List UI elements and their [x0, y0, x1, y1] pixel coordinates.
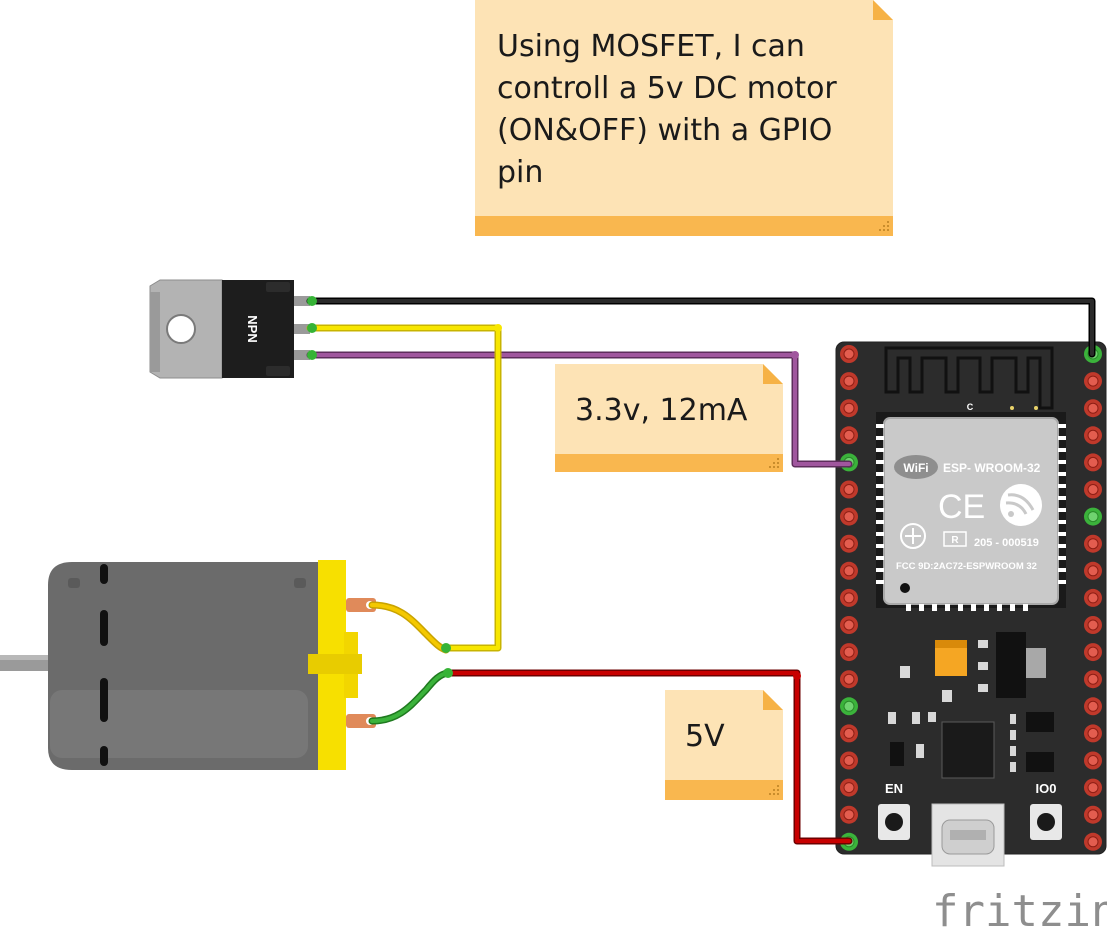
header-pin-hole [843, 809, 855, 821]
mosfet-pin-drain [294, 296, 310, 306]
telec-icon [900, 523, 926, 549]
fritzing-watermark: fritzing [932, 886, 1107, 937]
header-pin-hole [1087, 673, 1099, 685]
header-pin-hole [843, 592, 855, 604]
header-pin-hole [1087, 511, 1099, 523]
gpio-note-text: 3.3v, 12mA [575, 393, 748, 428]
header-pin-hole [1087, 538, 1099, 550]
main-note-line-4: pin [497, 155, 543, 190]
header-pin-hole [843, 429, 855, 441]
header-pin-hole [1087, 646, 1099, 658]
header-pin-hole [1087, 592, 1099, 604]
io0-button[interactable] [1030, 804, 1062, 840]
header-pin-hole [843, 755, 855, 766]
header-pin-hole [1087, 456, 1099, 468]
module-title: ESP- WROOM-32 [943, 461, 1041, 475]
header-pin-hole [843, 484, 855, 495]
esp32-antenna: C [884, 346, 1054, 412]
voltage-regulator [996, 632, 1026, 698]
registered-mark: R [951, 535, 959, 546]
wire-yellow[interactable] [306, 324, 502, 652]
header-pin-hole [843, 348, 855, 360]
wires [306, 296, 1096, 845]
header-pin-hole [843, 619, 855, 631]
micro-usb-port[interactable] [931, 803, 1005, 867]
header-pin-hole [843, 673, 855, 685]
power-note: 5V [665, 690, 783, 800]
cert-number: 205 - 000519 [974, 537, 1039, 549]
header-pin-hole [1087, 565, 1099, 577]
esp32-board[interactable]: C WiFi ESP- WROOM-32 CE R 205 - 000519 F… [835, 341, 1107, 867]
io0-label: IO0 [1036, 781, 1057, 796]
header-pin-hole [1087, 836, 1099, 848]
header-pin-hole [1087, 429, 1099, 441]
mosfet-pin-source [294, 324, 310, 334]
wire-black[interactable] [306, 297, 1096, 358]
dc-motor[interactable] [0, 560, 376, 770]
main-note-line-3: (ON&OFF) with a GPIO [497, 113, 832, 148]
main-note-line-2: controll a 5v DC motor [497, 71, 837, 106]
header-pin-hole [843, 646, 855, 658]
header-pin-hole [843, 700, 855, 712]
header-pin-hole [1087, 484, 1099, 495]
main-note-line-1: Using MOSFET, I can [497, 29, 805, 64]
header-pin-hole [1087, 402, 1099, 414]
header-pin-hole [843, 782, 855, 794]
power-note-text: 5V [685, 719, 725, 754]
header-pin-hole [1087, 375, 1099, 387]
mosfet-label: NPN [245, 315, 260, 342]
header-pin-hole [1087, 619, 1099, 631]
header-pin-hole [843, 565, 855, 577]
ce-mark: CE [938, 488, 985, 526]
header-pin-hole [843, 511, 855, 523]
wire-red[interactable] [442, 669, 853, 845]
header-pin-hole [1087, 782, 1099, 794]
fcc-id: FCC 9D:2AC72-ESPWROOM 32 [896, 561, 1037, 572]
gpio-note: 3.3v, 12mA [555, 364, 783, 472]
main-note: Using MOSFET, I can controll a 5v DC mot… [475, 0, 893, 236]
header-pin-hole [1087, 809, 1099, 821]
header-pin-hole [1087, 700, 1099, 712]
header-pin-hole [843, 375, 855, 387]
mosfet[interactable]: NPN [149, 279, 310, 379]
header-pin-hole [843, 727, 855, 739]
pin1-marker [900, 583, 910, 593]
mosfet-pin-gate [294, 350, 310, 360]
header-pin-hole [1087, 727, 1099, 739]
wifi-logo: WiFi [894, 455, 938, 479]
antenna-letter: C [967, 402, 974, 412]
header-pin-hole [1087, 755, 1099, 766]
mosfet-mount-hole [166, 314, 196, 344]
header-pin-hole [843, 538, 855, 550]
header-pins-left [840, 345, 858, 851]
en-label: EN [885, 781, 903, 796]
header-pin-hole [843, 402, 855, 414]
wifi-label: WiFi [903, 461, 928, 475]
wire-purple[interactable] [306, 351, 853, 468]
en-button[interactable] [878, 804, 910, 840]
usb-uart-chip [941, 721, 995, 779]
espressif-logo [1000, 484, 1042, 526]
